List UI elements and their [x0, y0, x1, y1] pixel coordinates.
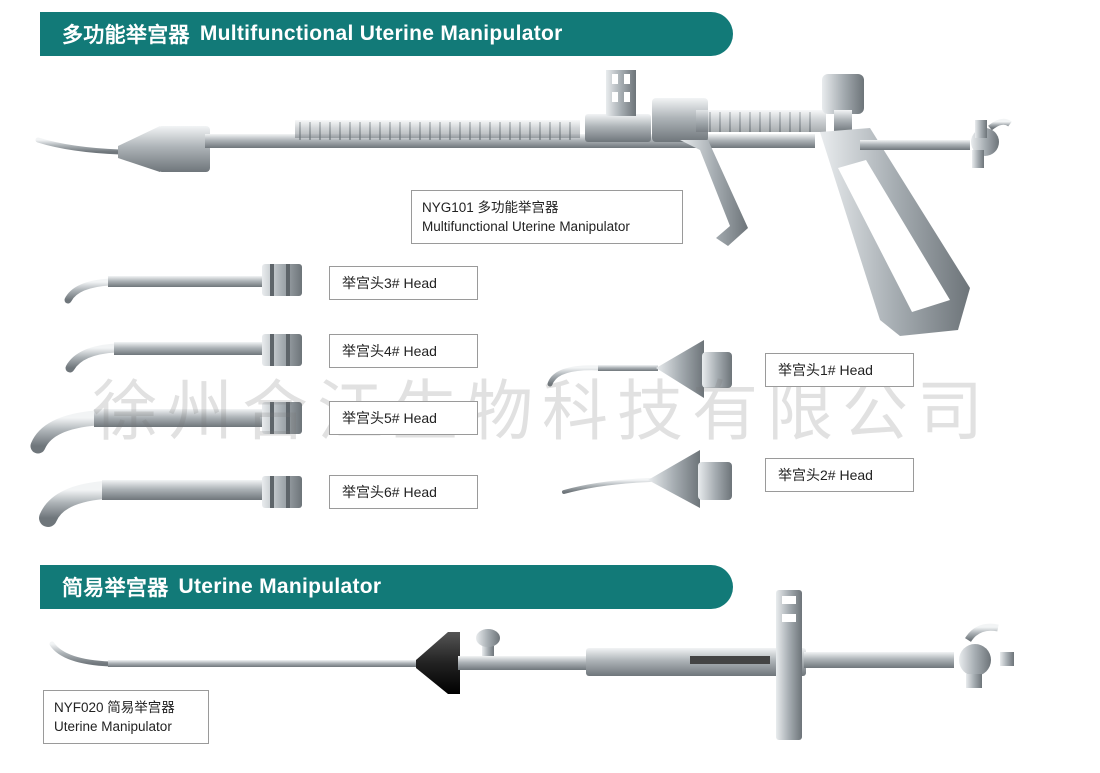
label-head-6: 举宫头6# Head	[329, 475, 478, 509]
label-nyf020-name: Uterine Manipulator	[54, 719, 172, 734]
head-3-image	[64, 264, 302, 304]
label-nyf020-model: NYF020 简易举宫器	[54, 700, 175, 715]
head-1-image	[547, 340, 732, 398]
banner-title-cn: 简易举宫器	[62, 577, 169, 600]
simple-manipulator-image	[49, 590, 1014, 740]
head-6-image	[39, 476, 302, 527]
section-banner-simple: 简易举宫器 Uterine Manipulator	[40, 565, 733, 609]
label-nyg101: NYG101 多功能举宫器 Multifunctional Uterine Ma…	[411, 190, 683, 244]
label-head-2: 举宫头2# Head	[765, 458, 914, 492]
multifunctional-manipulator-image	[35, 70, 1012, 336]
head-5-image	[30, 402, 302, 454]
label-nyg101-name: Multifunctional Uterine Manipulator	[422, 219, 630, 234]
label-head-1: 举宫头1# Head	[765, 353, 914, 387]
label-nyg101-model: NYG101 多功能举宫器	[422, 200, 559, 215]
label-head-3: 举宫头3# Head	[329, 266, 478, 300]
head-4-image	[65, 334, 302, 373]
label-nyf020: NYF020 简易举宫器 Uterine Manipulator	[43, 690, 209, 744]
label-head-5: 举宫头5# Head	[329, 401, 478, 435]
label-head-4: 举宫头4# Head	[329, 334, 478, 368]
section-banner-multifunctional: 多功能举宫器 Multifunctional Uterine Manipulat…	[40, 12, 733, 56]
banner-title-en: Uterine Manipulator	[178, 575, 382, 598]
head-2-image	[562, 450, 732, 508]
banner-title-cn: 多功能举宫器	[62, 24, 190, 47]
banner-title-en: Multifunctional Uterine Manipulator	[199, 22, 563, 45]
